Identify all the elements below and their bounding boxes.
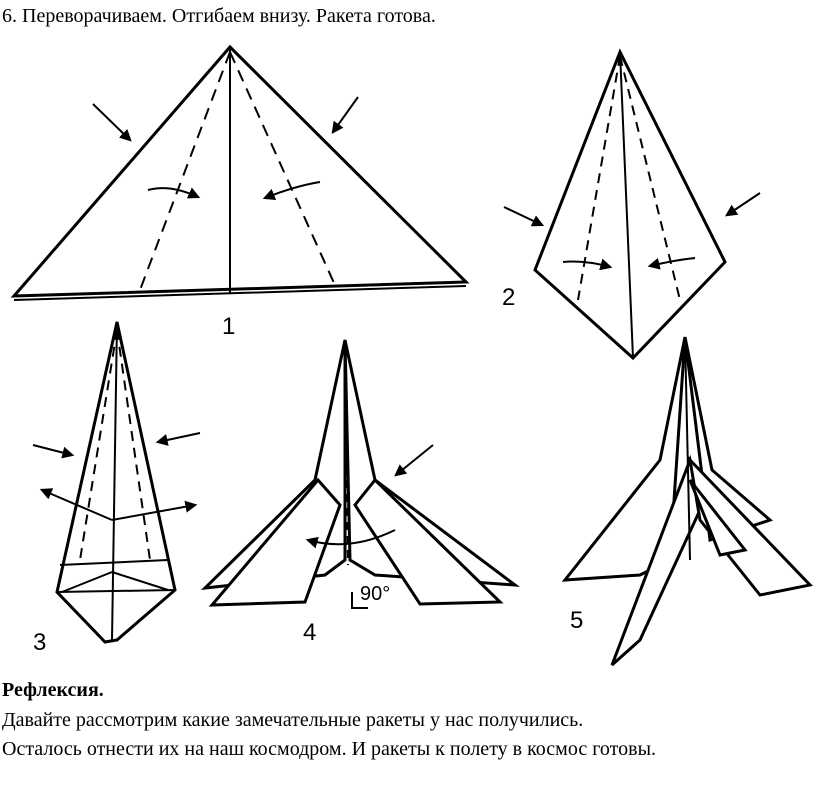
figure-label-4: 4 xyxy=(303,619,316,646)
figure-label-3: 3 xyxy=(33,629,46,656)
reflection-line-1: Давайте рассмотрим какие замечательные р… xyxy=(2,709,584,731)
fold-step-3 xyxy=(32,321,201,644)
figure-label-5: 5 xyxy=(570,607,583,634)
reflection-line-2: Осталось отнести их на наш космодром. И … xyxy=(2,738,657,760)
reflection-title: Рефлексия. xyxy=(2,679,104,701)
fold-step-5 xyxy=(561,336,813,667)
fold-step-1 xyxy=(10,44,470,301)
fold-step-4 xyxy=(200,339,520,609)
angle-label: 90° xyxy=(360,583,390,605)
figure-label-2: 2 xyxy=(502,284,515,311)
step-heading: 6. Переворачиваем. Отгибаем внизу. Ракет… xyxy=(2,5,436,27)
fold-step-2 xyxy=(503,48,761,361)
figure-label-1: 1 xyxy=(222,313,235,340)
